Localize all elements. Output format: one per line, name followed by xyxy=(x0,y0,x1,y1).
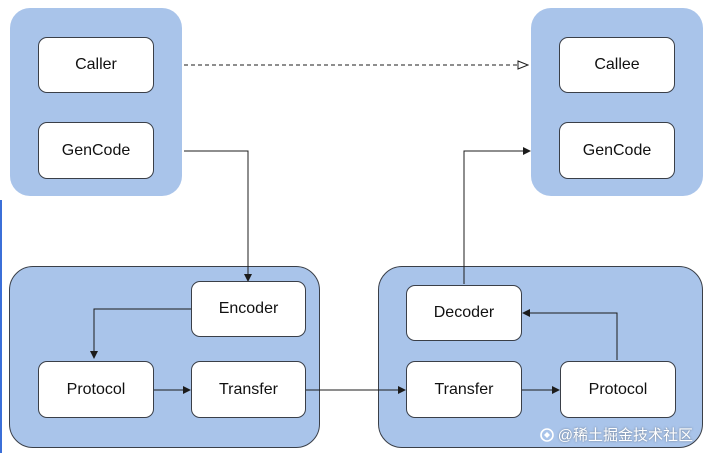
callee-gencode-node: GenCode xyxy=(559,122,675,179)
caller-node: Caller xyxy=(38,37,154,93)
decoder-node: Decoder xyxy=(406,285,522,341)
left-edge-accent xyxy=(0,200,2,453)
server-protocol-node: Protocol xyxy=(560,361,676,418)
encoder-to-protocol-arrow xyxy=(90,308,191,359)
client-transfer-node: Transfer xyxy=(191,361,306,418)
protocol-to-decoder-arrow xyxy=(522,309,618,360)
site-watermark: @稀土掘金技术社区 xyxy=(539,424,693,445)
encoder-node: Encoder xyxy=(191,281,306,337)
client-protocol-node: Protocol xyxy=(38,361,154,418)
watermark-text: @稀土掘金技术社区 xyxy=(557,427,693,444)
server-transfer-node: Transfer xyxy=(406,361,522,418)
gencode-to-encoder-arrow xyxy=(184,150,252,282)
caller-gencode-node: GenCode xyxy=(38,122,154,179)
decoder-to-callee-gencode-arrow xyxy=(463,147,531,284)
juejin-logo-icon xyxy=(539,427,554,442)
callee-node: Callee xyxy=(559,37,675,93)
